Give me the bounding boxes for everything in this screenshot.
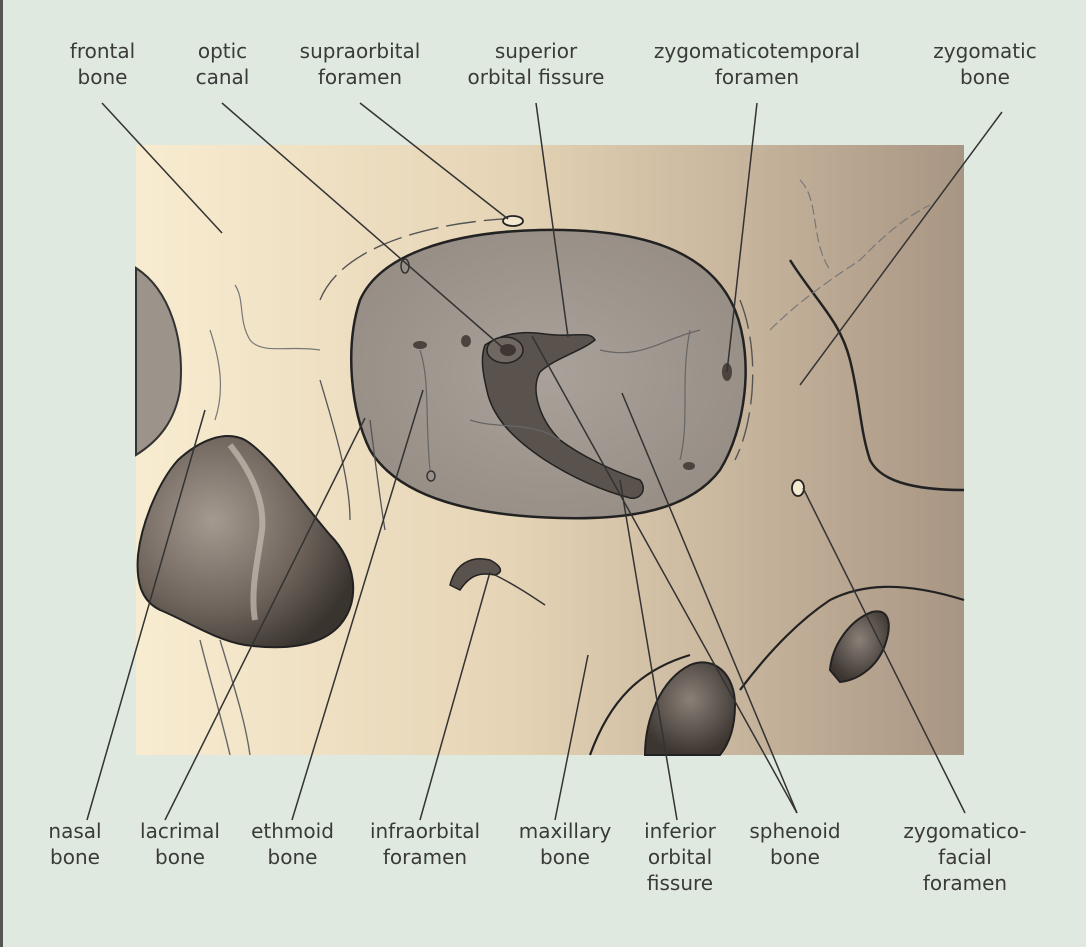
label-nasal-bone: nasal bone <box>30 818 120 870</box>
label-ethmoid-bone: ethmoid bone <box>235 818 350 870</box>
label-superior-orbital-fissure: superior orbital fissure <box>450 38 622 90</box>
label-zygomaticotemporal-foramen: zygomaticotemporal foramen <box>637 38 877 90</box>
label-maxillary-bone: maxillary bone <box>500 818 630 870</box>
orbit-rim <box>351 230 745 518</box>
foramen-small-2 <box>461 335 471 347</box>
label-infraorbital-foramen: infraorbital foramen <box>355 818 495 870</box>
zygomaticofacial-foramen-shape <box>792 480 804 496</box>
label-inferior-orbital-fissure: inferior orbital fissure <box>630 818 730 896</box>
label-lacrimal-bone: lacrimal bone <box>125 818 235 870</box>
label-zygomaticofacial-foramen: zygomatico- facial foramen <box>880 818 1050 896</box>
label-sphenoid-bone: sphenoid bone <box>735 818 855 870</box>
label-zygomatic-bone: zygomatic bone <box>910 38 1060 90</box>
label-frontal-bone: frontal bone <box>45 38 160 90</box>
label-optic-canal: optic canal <box>175 38 270 90</box>
label-supraorbital-foramen: supraorbital foramen <box>285 38 435 90</box>
foramen-small-3 <box>683 462 695 470</box>
foramen-small-1 <box>413 341 427 349</box>
